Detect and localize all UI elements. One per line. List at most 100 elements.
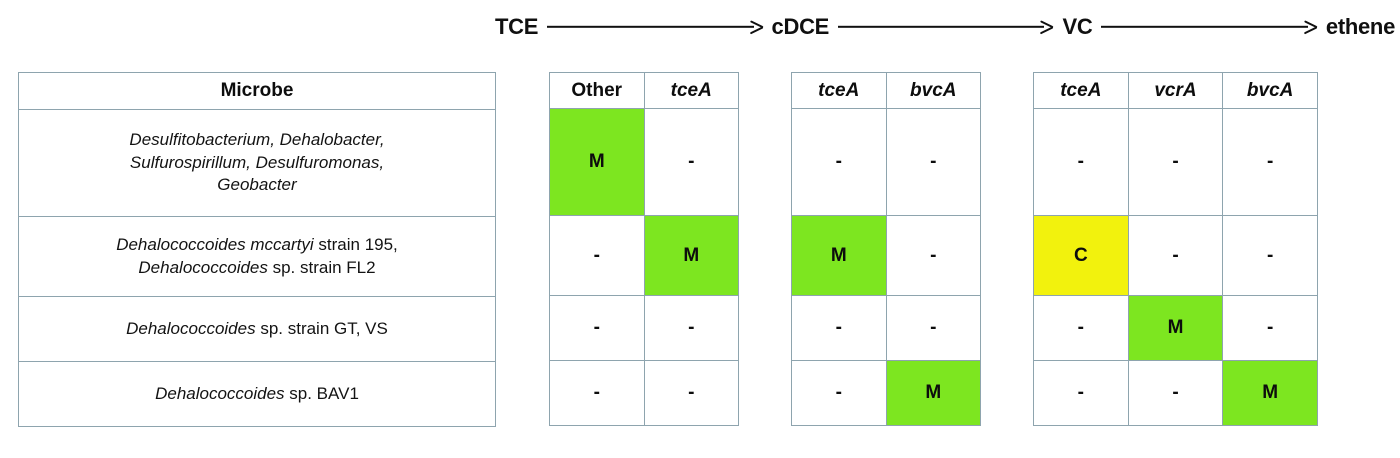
gene-absent-cell: - (1127, 360, 1224, 426)
gene-column-header-tcea: tceA (791, 72, 887, 109)
microbe-name-line: Geobacter (29, 174, 485, 196)
table-row: -M (791, 360, 981, 426)
gene-absent-cell: - (1127, 215, 1224, 296)
taxon-roman: strain 195, (313, 235, 398, 255)
gene-presence-cell: M (1127, 295, 1224, 361)
table-row: Dehalococcoides mccartyi strain 195,Deha… (18, 216, 496, 297)
gene-absent-cell: - (1222, 108, 1318, 216)
arrow-head (750, 21, 763, 34)
microbe-name-line: Dehalococcoides sp. BAV1 (29, 383, 485, 405)
table-row: Dehalococcoides sp. strain GT, VS (18, 296, 496, 362)
gene-group-body: --M----M (791, 108, 981, 426)
pathway-label-cdce: cDCE (771, 14, 830, 39)
gene-column-header-tcea: tceA (1033, 72, 1129, 109)
table-row: -M- (1033, 295, 1318, 361)
arrow-head (1304, 21, 1317, 34)
gene-absent-cell: - (885, 295, 981, 361)
gene-absent-cell: - (643, 360, 739, 426)
degradation-pathway: TCE cDCE VC ethene (495, 6, 1395, 48)
microbe-name-line: Desulfitobacterium, Dehalobacter, (29, 129, 485, 151)
microbe-name-cell: Dehalococcoides sp. strain GT, VS (18, 296, 496, 362)
taxon-roman: sp. strain GT, VS (255, 318, 388, 338)
pathway-label-ethene: ethene (1325, 14, 1395, 39)
microbe-table-header-row: Microbe (18, 72, 496, 110)
gene-absent-cell: - (791, 295, 887, 361)
table-row: -- (549, 360, 739, 426)
table-row: -- (791, 295, 981, 361)
gene-presence-cell: C (1033, 215, 1129, 296)
microbe-table: Microbe Desulfitobacterium, Dehalobacter… (18, 72, 496, 427)
gene-absent-cell: - (885, 108, 981, 216)
gene-absent-cell: - (1127, 108, 1224, 216)
gene-absent-cell: - (791, 108, 887, 216)
gene-group-body: ---C---M---M (1033, 108, 1318, 426)
taxon-italic: Dehalococcoides mccartyi (116, 235, 314, 255)
table-row: -- (791, 108, 981, 216)
arrow-shaft (547, 25, 754, 29)
gene-column-header-bvca: bvcA (1222, 72, 1318, 109)
gene-absent-cell: - (643, 295, 739, 361)
microbe-table-body: Desulfitobacterium, Dehalobacter,Sulfuro… (18, 109, 496, 427)
gene-presence-cell: M (791, 215, 887, 296)
taxon-roman: sp. BAV1 (284, 383, 359, 403)
gene-absent-cell: - (1222, 215, 1318, 296)
taxon-italic: Dehalococcoides (126, 318, 256, 338)
table-row: C-- (1033, 215, 1318, 296)
taxon-italic: Geobacter (217, 175, 297, 195)
table-row: -M (549, 215, 739, 296)
table-row: M- (791, 215, 981, 296)
arrow-shaft (838, 25, 1045, 29)
pathway-label-vc: VC (1062, 14, 1093, 39)
table-row: Desulfitobacterium, Dehalobacter,Sulfuro… (18, 109, 496, 217)
gene-absent-cell: - (1033, 108, 1129, 216)
gene-presence-cell: M (1222, 360, 1318, 426)
gene-absent-cell: - (549, 295, 645, 361)
gene-absent-cell: - (1222, 295, 1318, 361)
gene-absent-cell: - (791, 360, 887, 426)
gene-column-header-vcra: vcrA (1127, 72, 1224, 109)
gene-absent-cell: - (1033, 295, 1129, 361)
taxon-italic: Dehalococcoides (138, 257, 268, 277)
microbe-name-line: Dehalococcoides mccartyi strain 195, (29, 234, 485, 256)
arrow-head (1040, 21, 1053, 34)
table-row: Dehalococcoides sp. BAV1 (18, 361, 496, 427)
gene-column-header-bvca: bvcA (885, 72, 981, 109)
gene-column-header-tcea: tceA (643, 72, 739, 109)
arrow-shaft (1101, 25, 1308, 29)
microbe-name-line: Dehalococcoides sp. strain GT, VS (29, 318, 485, 340)
gene-absent-cell: - (643, 108, 739, 216)
table-row: M- (549, 108, 739, 216)
gene-presence-cell: M (549, 108, 645, 216)
table-row: --M (1033, 360, 1318, 426)
right-arrow-icon (1101, 17, 1316, 37)
pathway-label-tce: TCE (495, 14, 539, 39)
gene-absent-cell: - (885, 215, 981, 296)
taxon-italic: Sulfurospirillum, Desulfuromonas, (129, 152, 385, 172)
gene-column-header-other: Other (549, 72, 645, 109)
right-arrow-icon (547, 17, 762, 37)
microbe-name-cell: Dehalococcoides mccartyi strain 195,Deha… (18, 216, 496, 297)
gene-presence-cell: M (643, 215, 739, 296)
microbe-name-cell: Dehalococcoides sp. BAV1 (18, 361, 496, 427)
taxon-italic: Dehalococcoides (155, 383, 285, 403)
right-arrow-icon (838, 17, 1053, 37)
gene-absent-cell: - (1033, 360, 1129, 426)
microbe-name-cell: Desulfitobacterium, Dehalobacter,Sulfuro… (18, 109, 496, 217)
taxon-roman: sp. strain FL2 (267, 257, 376, 277)
microbe-name-line: Dehalococcoides sp. strain FL2 (29, 257, 485, 279)
gene-absent-cell: - (549, 360, 645, 426)
microbe-column-header: Microbe (18, 72, 496, 110)
table-row: -- (549, 295, 739, 361)
table-row: --- (1033, 108, 1318, 216)
gene-group-body: M--M---- (549, 108, 739, 426)
gene-absent-cell: - (549, 215, 645, 296)
gene-presence-cell: M (885, 360, 981, 426)
microbe-name-line: Sulfurospirillum, Desulfuromonas, (29, 152, 485, 174)
taxon-italic: Desulfitobacterium, Dehalobacter, (129, 130, 385, 150)
